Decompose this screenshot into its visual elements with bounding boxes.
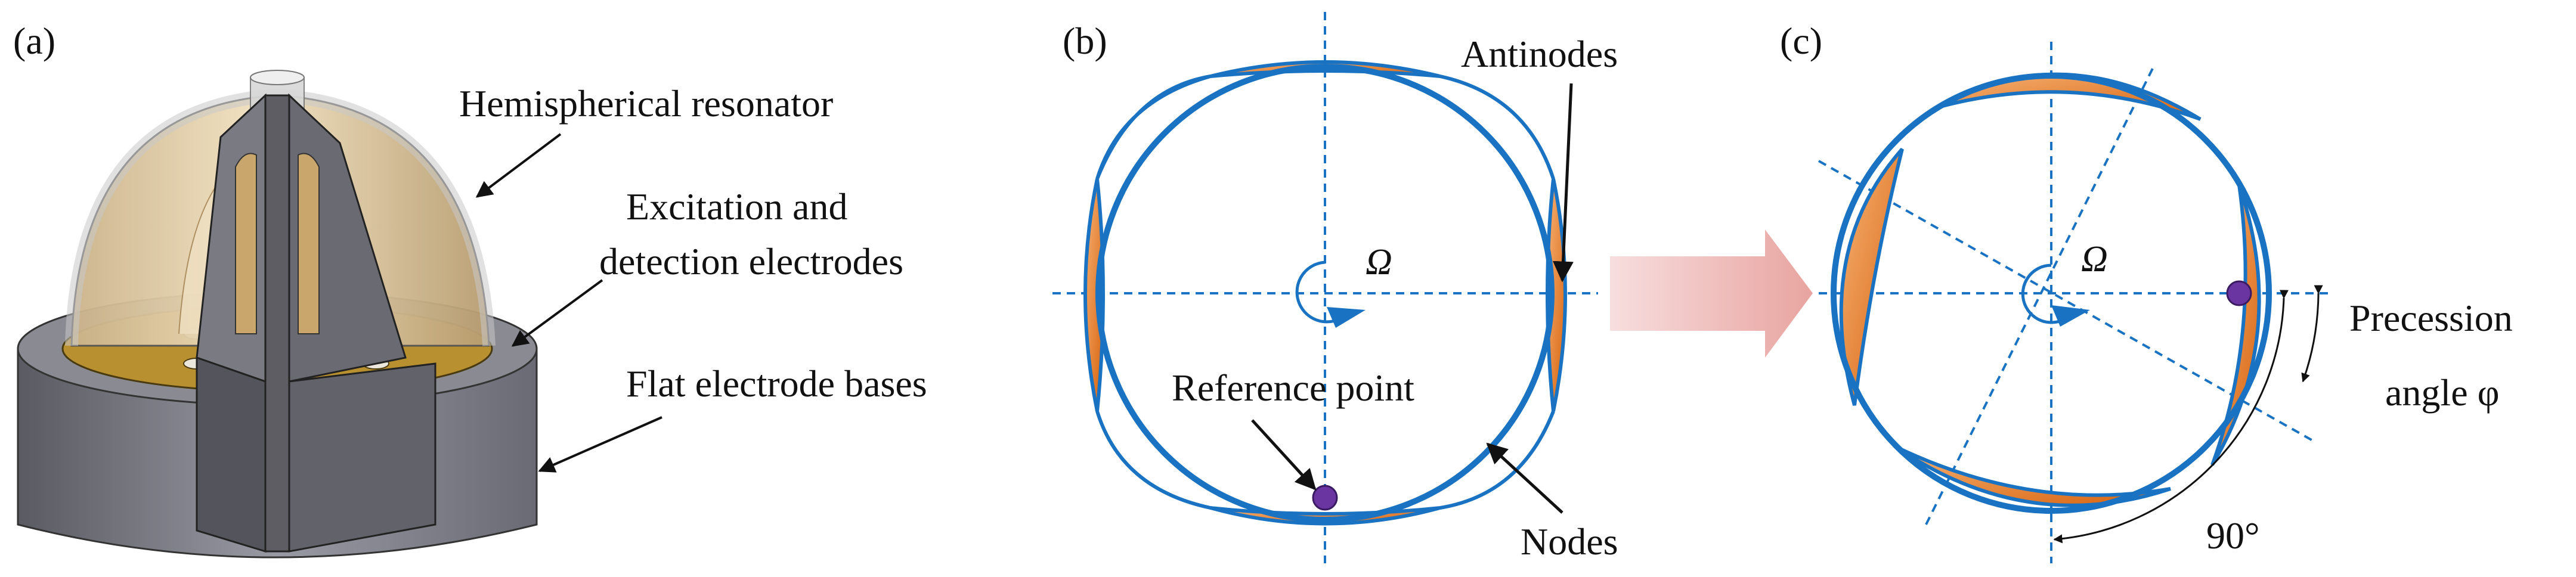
ring-b (1095, 64, 1555, 523)
panel-a-tag: (a) (13, 20, 55, 62)
panel-a: (a) (13, 20, 927, 559)
label-electrodes-line2: detection electrodes (599, 240, 903, 283)
label-antinodes: Antinodes (1461, 33, 1618, 75)
panel-b-tag: (b) (1063, 20, 1107, 62)
vibration-mode-shape-b (1083, 60, 1567, 526)
rotation-indicator-b (1295, 260, 1366, 328)
label-hemispherical-resonator: Hemispherical resonator (459, 82, 833, 125)
arrow-reference-point (1251, 419, 1317, 491)
omega-c: Ω (2081, 239, 2108, 280)
label-90-degrees: 90° (2206, 514, 2260, 557)
precession-angle-arc (2301, 285, 2323, 383)
omega-b: Ω (1366, 242, 1392, 283)
label-flat-electrode-bases: Flat electrode bases (626, 362, 927, 405)
transition-arrow (1610, 229, 1813, 358)
label-electrodes-line1: Excitation and (626, 185, 847, 228)
label-precession-line2: angle φ (2385, 371, 2500, 414)
panel-b: (b) Ω Antinodes Reference point (1052, 12, 1618, 563)
vibration-mode-shape-c (1839, 72, 2261, 507)
label-nodes: Nodes (1521, 520, 1618, 563)
label-reference-point: Reference point (1172, 367, 1414, 409)
ninety-degree-arc (2053, 290, 2289, 544)
reference-point-dot (1312, 485, 1338, 511)
arrow-antinodes (1552, 83, 1574, 283)
label-precession-line1: Precession (2349, 297, 2513, 339)
arrow-electrodes (511, 279, 603, 347)
arrow-nodes (1486, 442, 1563, 514)
arrow-bases (538, 416, 662, 473)
reference-point-dot-c (2226, 280, 2252, 306)
cutaway-section (196, 93, 436, 553)
axis-node-rotated (1925, 68, 2154, 525)
panel-c-tag: (c) (1780, 20, 1822, 62)
panel-c: (c) Ω Precession angle φ 90° (1780, 20, 2513, 563)
arrow-resonator (475, 133, 562, 198)
